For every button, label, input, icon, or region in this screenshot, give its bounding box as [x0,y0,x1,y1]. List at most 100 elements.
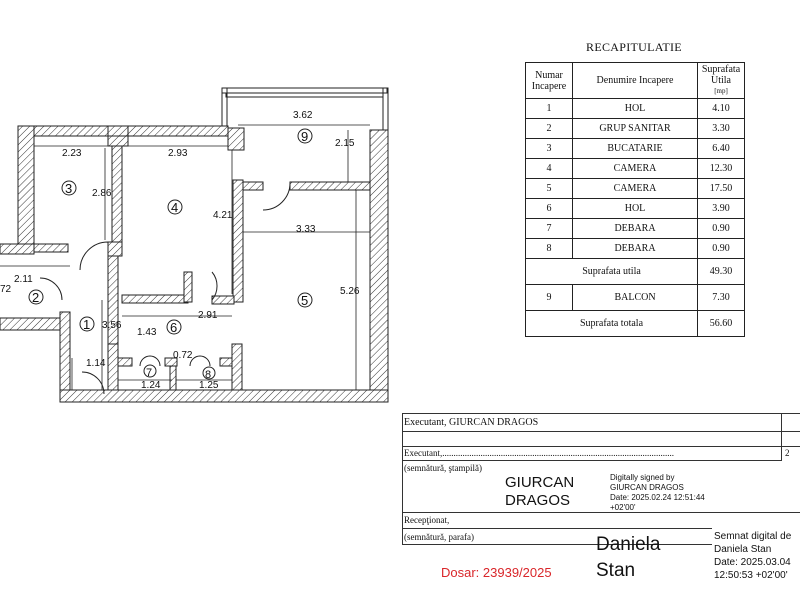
dim-2.11: 2.11 [14,274,33,285]
digital-line-4: +02'00' [610,503,636,512]
row-name: DEBARA [572,238,698,259]
digital-line-2: GIURCAN DRAGOS [610,483,684,492]
row-area: 12.30 [697,158,745,179]
divider [402,446,800,447]
door-swing [139,355,161,367]
semnat-line-1: Semnat digital de [714,531,792,542]
header-number-line1: Numar [535,69,563,81]
balcony-rail-top [221,87,388,94]
row-area: 3.90 [697,198,745,219]
divider [402,528,712,529]
row-num: 8 [525,238,573,259]
row-area: 3.30 [697,118,745,139]
door-swing [39,277,63,301]
row-name: HOL [572,198,698,219]
hand-last: Stan [596,560,636,581]
useful-area-row: Suprafata utila 49.30 [525,258,745,285]
dim-4.21: 4.21 [213,210,233,221]
dim-2.15: 2.15 [335,138,355,149]
wall [369,129,389,403]
row-area: 0.90 [697,238,745,259]
wall [183,271,193,303]
dim-1.24: 1.24 [141,380,161,391]
row-name: GRUP SANITAR [572,118,698,139]
digital-signature-stamp: Semnat digital de Daniela Stan Date: 202… [714,530,791,582]
row-num: 5 [525,178,573,199]
room-number-3: 3 [65,181,72,196]
wall [59,311,71,403]
wall [59,389,389,403]
room-number-9: 9 [301,129,308,144]
wall [127,125,229,137]
wall [107,255,119,347]
divider [781,413,782,460]
row-num: 6 [525,198,573,219]
total-area-value: 56.60 [697,310,745,337]
walls [0,87,389,403]
divider [402,431,800,432]
row-name: CAMERA [572,158,698,179]
room-number-4: 4 [171,200,178,215]
divider [402,544,712,545]
signer-name-print: GIURCAN DRAGOS [505,474,574,510]
row-area: 6.40 [697,138,745,159]
door-swing [211,271,218,301]
row-num: 7 [525,218,573,239]
room-number-6: 6 [170,320,177,335]
doors [39,135,291,395]
useful-area-value: 49.30 [697,258,745,285]
wall [107,343,119,391]
row-name: BUCATARIE [572,138,698,159]
hand-first: Daniela [596,534,661,555]
row-num: 1 [525,98,573,119]
room-labels [28,128,313,380]
room-number-8: 8 [205,369,211,381]
wall [107,241,123,257]
wall [242,181,264,191]
door-swing [189,355,211,367]
wall [289,181,371,191]
room-number-2: 2 [32,290,39,305]
stamp-label: (semnătură, ştampilă) [404,463,482,473]
dim-2.23: 2.23 [62,148,82,159]
useful-area-label: Suprafata utila [525,258,698,285]
semnat-line-4: 12:50:53 +02'00' [714,570,788,581]
recap-title: RECAPITULATIE [586,40,682,54]
dim-1.43: 1.43 [137,327,157,338]
door-swing [81,371,105,395]
row-area: 17.50 [697,178,745,199]
digital-signature-note: Digitally signed by GIURCAN DRAGOS Date:… [610,473,705,513]
balcony-rail-inner [225,92,384,98]
dim-1.25: 1.25 [199,380,219,391]
dim-1.14: 1.14 [86,358,106,369]
wall [227,127,245,151]
dim-0.72: 0.72 [173,350,193,361]
door-swing [262,182,291,211]
divider [402,413,403,544]
balcony-rail-right [382,87,389,133]
executant-line: Executant,..............................… [404,448,674,458]
semnat-line-3: Date: 2025.03.04 [714,557,791,568]
header-area-unit: [mp] [714,87,728,95]
recap-table: Numar Incapere Denumire Incapere Suprafa… [525,62,745,337]
row-num: 9 [525,284,573,311]
room-number-1: 1 [83,317,90,332]
wall [231,343,243,391]
room-number-7: 7 [146,367,152,379]
row-num: 4 [525,158,573,179]
recap-header-row: Numar Incapere Denumire Incapere Suprafa… [525,62,745,99]
wall [17,125,35,245]
wall [232,179,244,303]
wall [0,243,35,255]
divider [402,512,800,513]
dim-3.56: 3.56 [102,320,122,331]
header-name: Denumire Incapere [572,62,698,99]
row-name: DEBARA [572,218,698,239]
row-area: 0.90 [697,218,745,239]
floor-plan: 3.62 2.15 2.23 2.93 2.86 4.21 3.33 5.26 … [0,87,389,403]
